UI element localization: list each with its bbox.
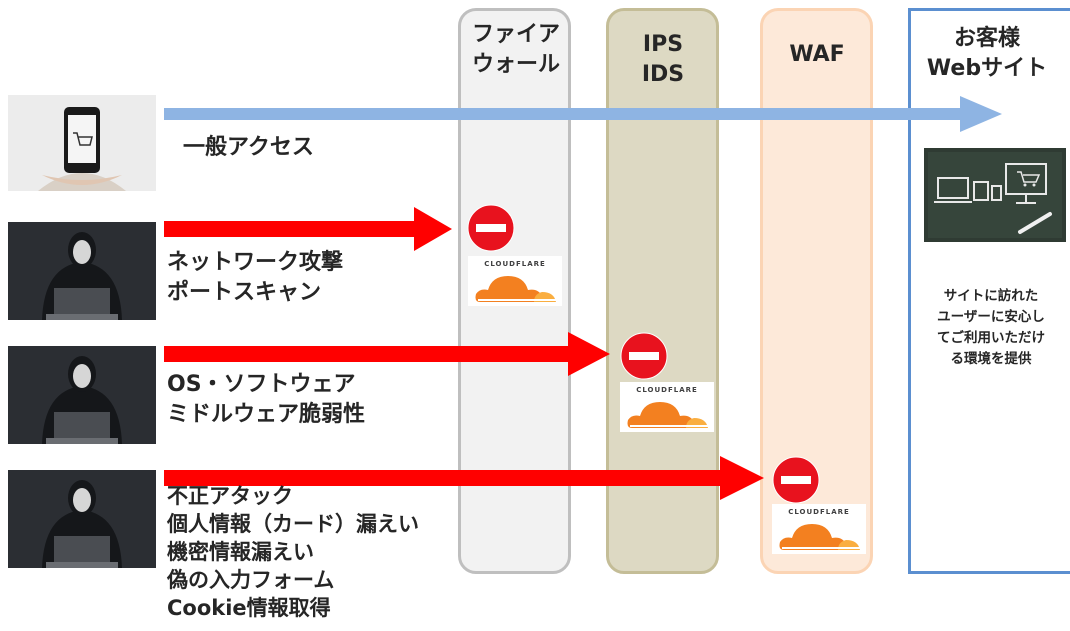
website-devices-image: [924, 148, 1066, 242]
row-label-network-attack: ネットワーク攻撃 ポートスキャン: [167, 250, 344, 305]
os-vuln-attack-arrow: [164, 332, 610, 376]
cloudflare-badge-text: CLOUDFLARE: [788, 508, 850, 516]
cloudflare-logo: [627, 402, 708, 428]
cloudflare-badge-firewall: CLOUDFLARE: [468, 256, 562, 306]
no-entry-icon: [620, 332, 668, 380]
cloudflare-badge-ips: CLOUDFLARE: [620, 382, 714, 432]
attacker-photo-3: [8, 470, 156, 568]
no-entry-icon: [772, 456, 820, 504]
no-entry-icon: [467, 204, 515, 252]
row-label-general-access: 一般アクセス: [183, 135, 314, 160]
waf-title: WAF: [789, 42, 845, 67]
row-label-unauthorized-attack: 不正アタック 個人情報（カード）漏えい 機密情報漏えい 偽の入力フォーム Coo…: [167, 484, 419, 620]
cloudflare-logo: [779, 524, 860, 550]
unauthorized-attack-arrow: [164, 456, 764, 500]
attacker-photo-1: [8, 222, 156, 320]
network-attack-arrow: [164, 207, 452, 251]
ips-ids-title: IPS IDS: [641, 32, 685, 87]
firewall-title: ファイア ウォール: [471, 22, 560, 77]
cloudflare-badge-text: CLOUDFLARE: [636, 386, 698, 394]
cloudflare-logo: [475, 276, 556, 302]
website-column: [908, 8, 1070, 574]
cloudflare-badge-text: CLOUDFLARE: [484, 260, 546, 268]
row-label-os-vuln: OS・ソフトウェア ミドルウェア脆弱性: [167, 372, 366, 427]
waf-column: [760, 8, 873, 574]
website-title: お客様 Webサイト: [926, 26, 1048, 81]
cloudflare-badge-waf: CLOUDFLARE: [772, 504, 866, 554]
attacker-photo-2: [8, 346, 156, 444]
general-user-photo: [8, 95, 156, 191]
general-access-arrow: [164, 96, 1002, 132]
website-note: サイトに訪れた ユーザーに安心し てご利用いただけ る環境を提供: [937, 288, 1045, 367]
